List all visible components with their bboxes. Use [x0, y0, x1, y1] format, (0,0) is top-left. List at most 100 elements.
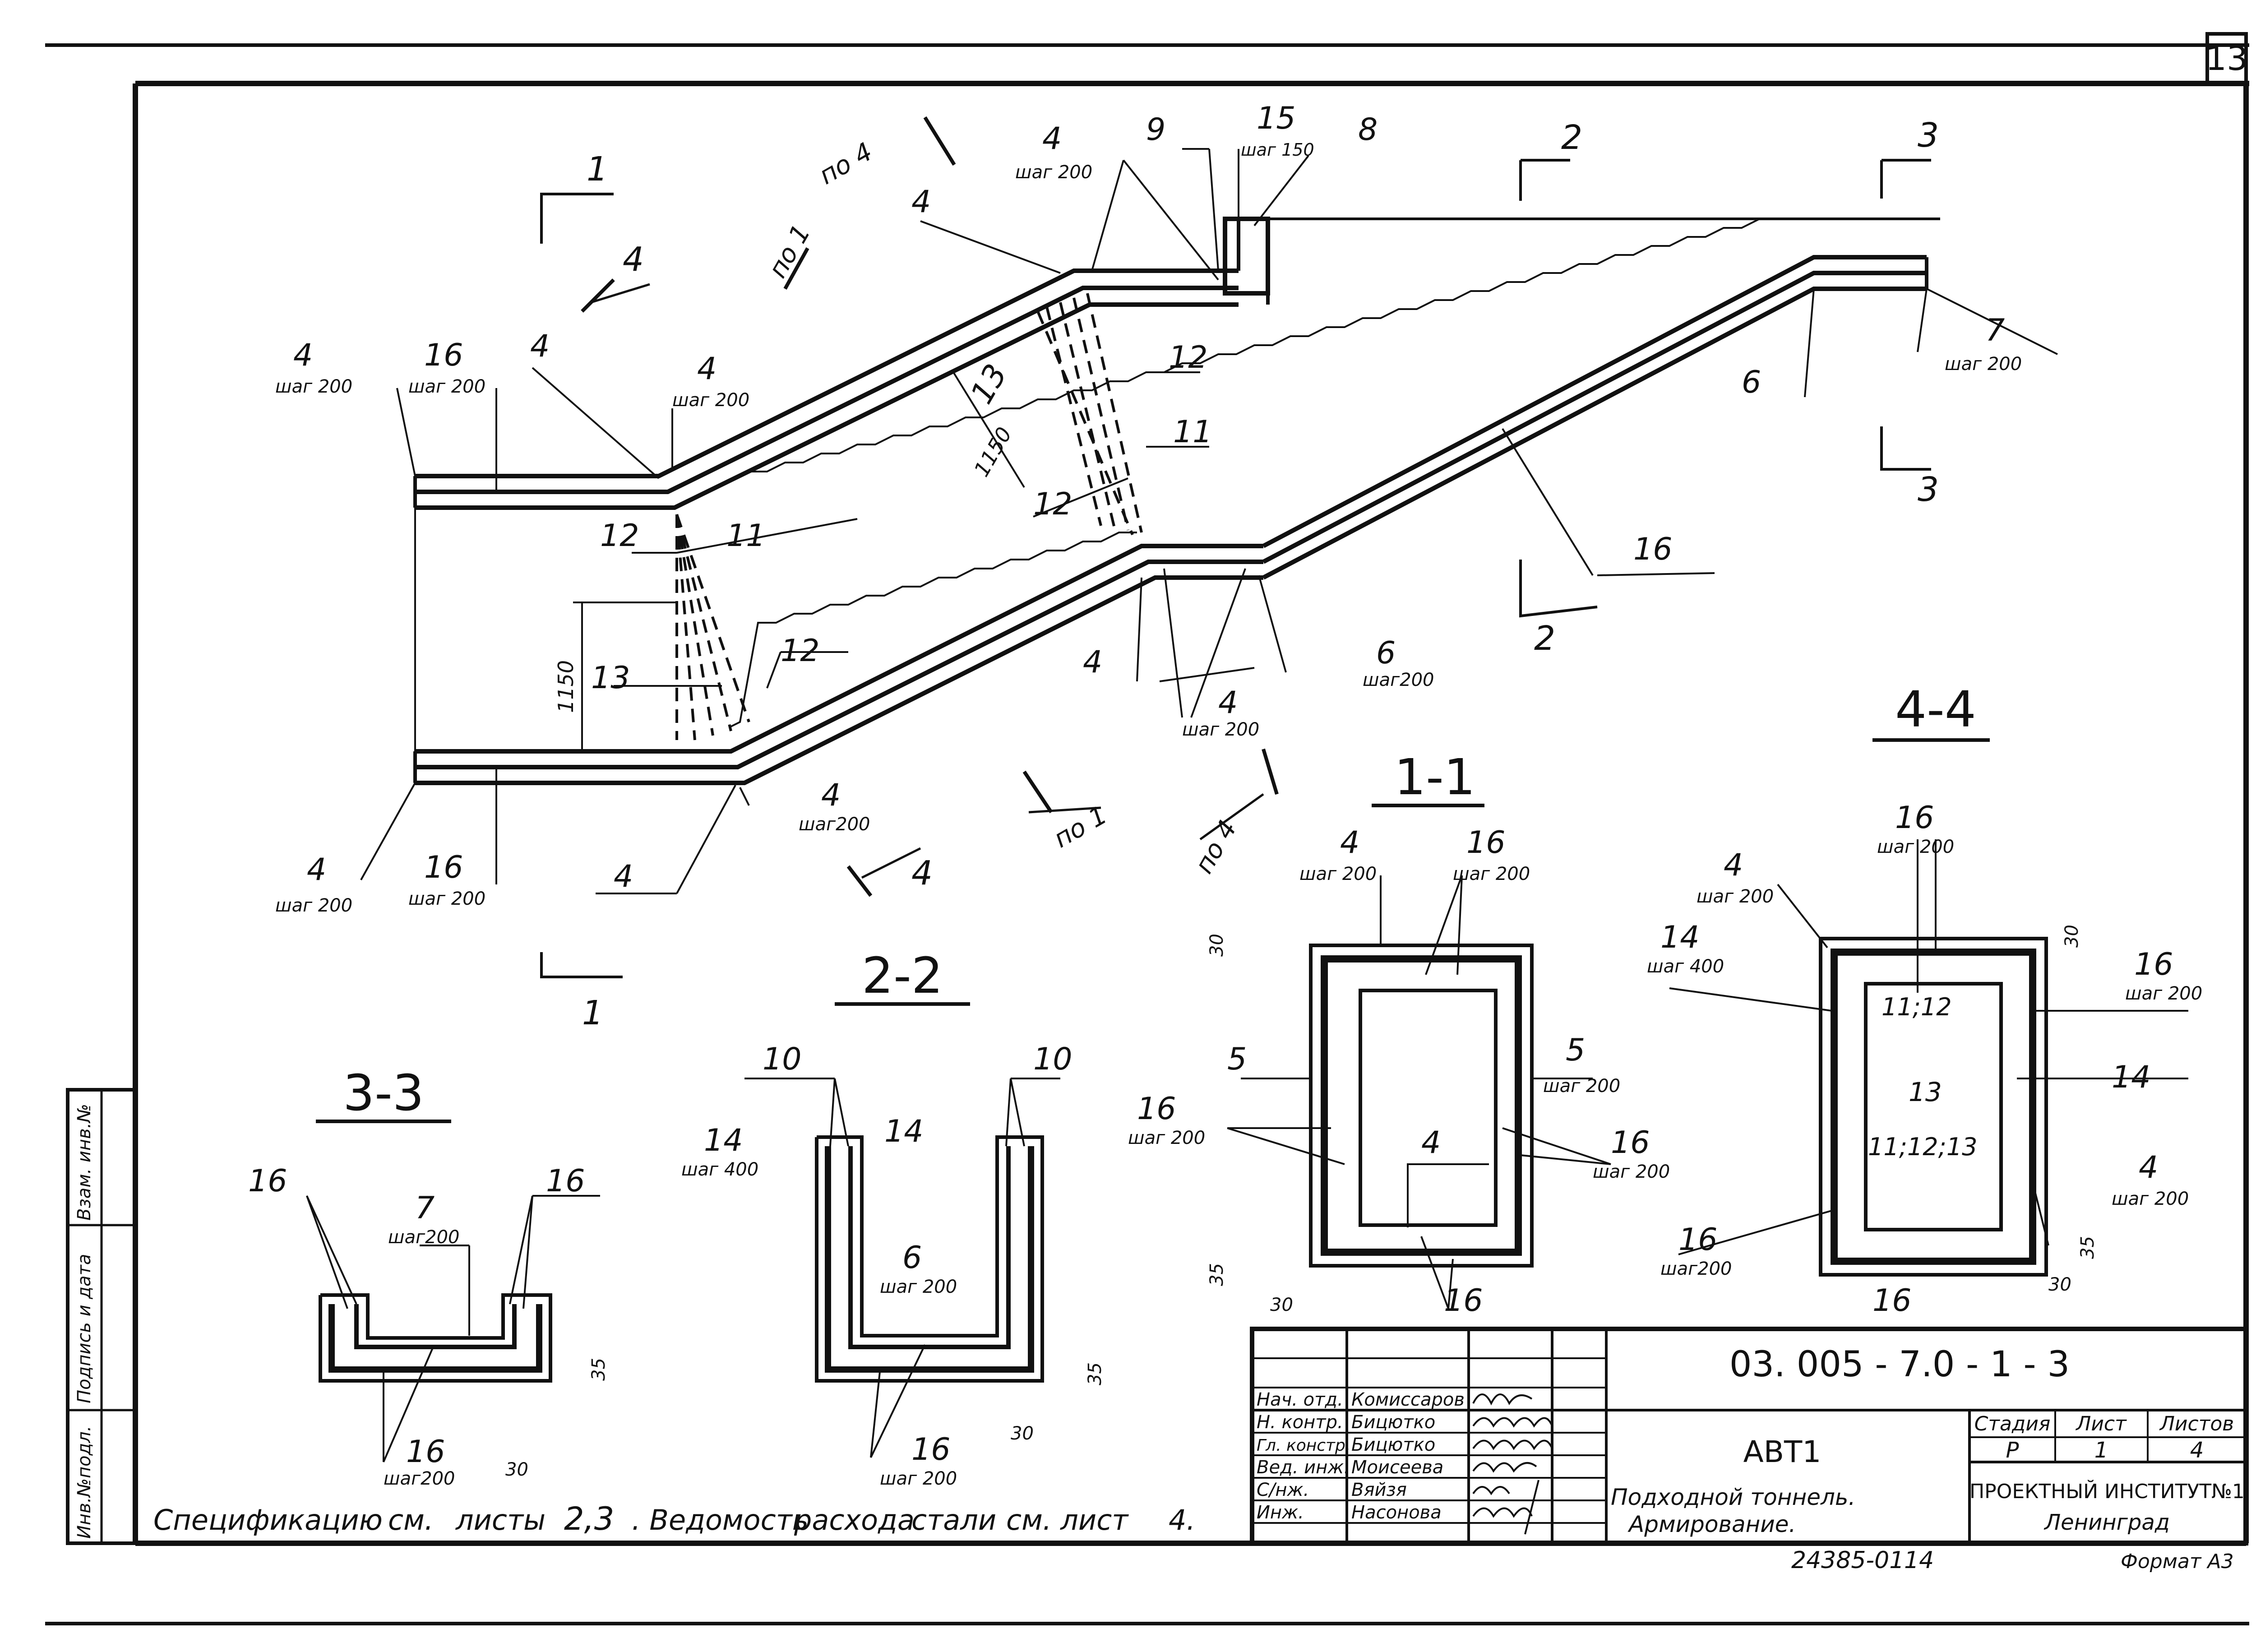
s33-pos16-right: 16	[546, 1163, 585, 1199]
name-4: Вяйзя	[1351, 1480, 1407, 1500]
label-pos16-a: 16	[424, 338, 463, 373]
label-pos4-h: 4	[821, 777, 841, 813]
label-step150: шаг 150	[1241, 140, 1314, 160]
s44-step-4-left: шаг 200	[1697, 886, 1774, 907]
label-pos4-b: 4	[530, 329, 550, 364]
s44-step-16-right: шаг 200	[2125, 983, 2202, 1004]
label-pos6-a: 6	[1742, 365, 1761, 400]
s11-step-5: шаг 200	[1543, 1076, 1620, 1097]
note-p9: 4.	[1169, 1504, 1195, 1536]
format: Формат А3	[2121, 1550, 2234, 1573]
s22-step-14: шаг 400	[681, 1159, 758, 1180]
label-step-c: шаг 200	[672, 390, 749, 411]
s44-pos13: 13	[1909, 1077, 1942, 1107]
side-podpis-data: Подпись и дата	[74, 1254, 95, 1403]
doc-subtitle1: Подходной тоннель.	[1611, 1484, 1855, 1510]
val-sheets: 4	[2190, 1438, 2204, 1463]
s44-pos16-left: 16	[1678, 1222, 1718, 1258]
label-pos16-b: 16	[1633, 532, 1673, 567]
label-po1-top: по 1	[763, 220, 816, 283]
note-p7: стали	[911, 1504, 996, 1536]
s11-step-16-top: шаг 200	[1453, 864, 1530, 884]
s22-pos10-left: 10	[763, 1041, 802, 1077]
label-pos8: 8	[1358, 112, 1378, 148]
label-pos4-j: 4	[307, 852, 326, 888]
s11-pos4: 4	[1340, 825, 1359, 861]
section-3-3: 3-3 16 16 7 шаг200 16 шаг200 35 30	[248, 1064, 609, 1489]
s22-pos6: 6	[902, 1240, 922, 1276]
s33-dim35: 35	[588, 1358, 609, 1381]
s11-pos16-left: 16	[1137, 1091, 1176, 1127]
note-p4: 2,3	[564, 1500, 614, 1537]
s11-dim30-top: 30	[1207, 934, 1227, 957]
label-step-k: шаг 200	[408, 888, 485, 909]
section-title-1-1: 1-1	[1394, 748, 1475, 806]
label-pos12-b: 12	[1033, 486, 1073, 522]
label-1150-a: 1150	[969, 423, 1017, 481]
val-sheet: 1	[2094, 1438, 2108, 1463]
s22-step-6: шаг 200	[880, 1277, 957, 1297]
s33-dim30: 30	[505, 1459, 528, 1480]
main-labels: по 4 по 1 по 1 по 4 1 1 2 2 3 3 4 4 4 ша…	[275, 101, 2022, 1032]
val-stage: Р	[2006, 1438, 2019, 1463]
role-3: Вед. инж.	[1257, 1457, 1350, 1478]
fan-rebars	[675, 293, 1143, 740]
section-title-4-4: 4-4	[1895, 680, 1976, 738]
hdr-sheet: Лист	[2075, 1412, 2127, 1435]
s44-pos14-right: 14	[2112, 1060, 2151, 1095]
label-step-j: шаг 200	[275, 895, 352, 916]
sheet-number: 13	[2205, 39, 2248, 78]
label-step-b: шаг 200	[408, 376, 485, 397]
s22-dim35: 35	[1085, 1362, 1105, 1385]
label-sec2-top: 2	[1561, 118, 1582, 157]
label-sec1-top: 1	[587, 150, 608, 189]
s11-pos4-inner: 4	[1421, 1125, 1441, 1161]
leaders	[360, 148, 2058, 894]
label-pos4-i: 4	[614, 859, 633, 894]
label-sec1-bottom: 1	[582, 994, 603, 1032]
side-inv-podl: Инв.№подл.	[74, 1425, 95, 1539]
note-p3: листы	[455, 1504, 546, 1536]
note-p2: см.	[388, 1504, 434, 1536]
title-block: 03. 005 - 7.0 - 1 - 3 АВТ1 Подходной тон…	[1250, 1327, 2248, 1574]
label-sec3-bottom: 3	[1918, 470, 1939, 509]
s22-dim30: 30	[1011, 1423, 1034, 1444]
s44-pos4-right: 4	[2139, 1150, 2158, 1185]
hdr-stage: Стадия	[1974, 1412, 2051, 1435]
main-view: по 4 по 1 по 1 по 4 1 1 2 2 3 3 4 4 4 ша…	[275, 101, 2058, 1032]
label-pos4-f: 4	[1083, 644, 1102, 680]
label-step-6: шаг200	[1363, 670, 1434, 690]
name-3: Моисеева	[1351, 1457, 1443, 1478]
section-title-3-3: 3-3	[343, 1064, 424, 1122]
name-5: Насонова	[1351, 1502, 1442, 1523]
s44-pos16-top: 16	[1895, 800, 1934, 836]
label-1150-b: 1150	[554, 660, 578, 713]
s11-pos16-right: 16	[1611, 1125, 1650, 1161]
note-p8: см. лист	[1006, 1504, 1129, 1536]
archive-no: 24385-01	[1791, 1547, 1904, 1574]
label-pos6-b: 6	[1376, 635, 1396, 671]
s22-step-16: шаг 200	[880, 1468, 957, 1489]
cut-marks	[540, 116, 1931, 978]
s11-dim35: 35	[1207, 1263, 1227, 1286]
label-pos12-c: 12	[600, 518, 639, 554]
label-step-e: шаг 200	[1015, 162, 1092, 183]
label-pos11-a: 11	[1173, 414, 1212, 450]
s33-pos16-left: 16	[248, 1163, 287, 1199]
label-pos11-b: 11	[726, 518, 766, 554]
role-4: С/нж.	[1257, 1480, 1309, 1500]
s44-dim35: 35	[2077, 1236, 2098, 1259]
section-title-2-2: 2-2	[862, 947, 943, 1004]
label-pos4-d: 4	[911, 184, 931, 220]
section-2-2: 2-2 10 10 14 шаг 400 14 6 шаг 200 16 шаг…	[681, 947, 1105, 1489]
s11-step-16-left: шаг 200	[1128, 1128, 1205, 1148]
s44-pos11-12: 11;12	[1882, 993, 1952, 1021]
note: Спецификацию см. листы 2,3 . Ведомость р…	[153, 1500, 1195, 1537]
doc-name: АВТ1	[1743, 1435, 1821, 1469]
s33-pos16-bottom: 16	[406, 1434, 445, 1470]
label-pos15: 15	[1257, 101, 1296, 136]
s22-pos10-right: 10	[1033, 1041, 1073, 1077]
side-vzam-inv: Взам. инв.№	[74, 1104, 95, 1221]
s44-step-16-left: шаг200	[1660, 1259, 1732, 1279]
